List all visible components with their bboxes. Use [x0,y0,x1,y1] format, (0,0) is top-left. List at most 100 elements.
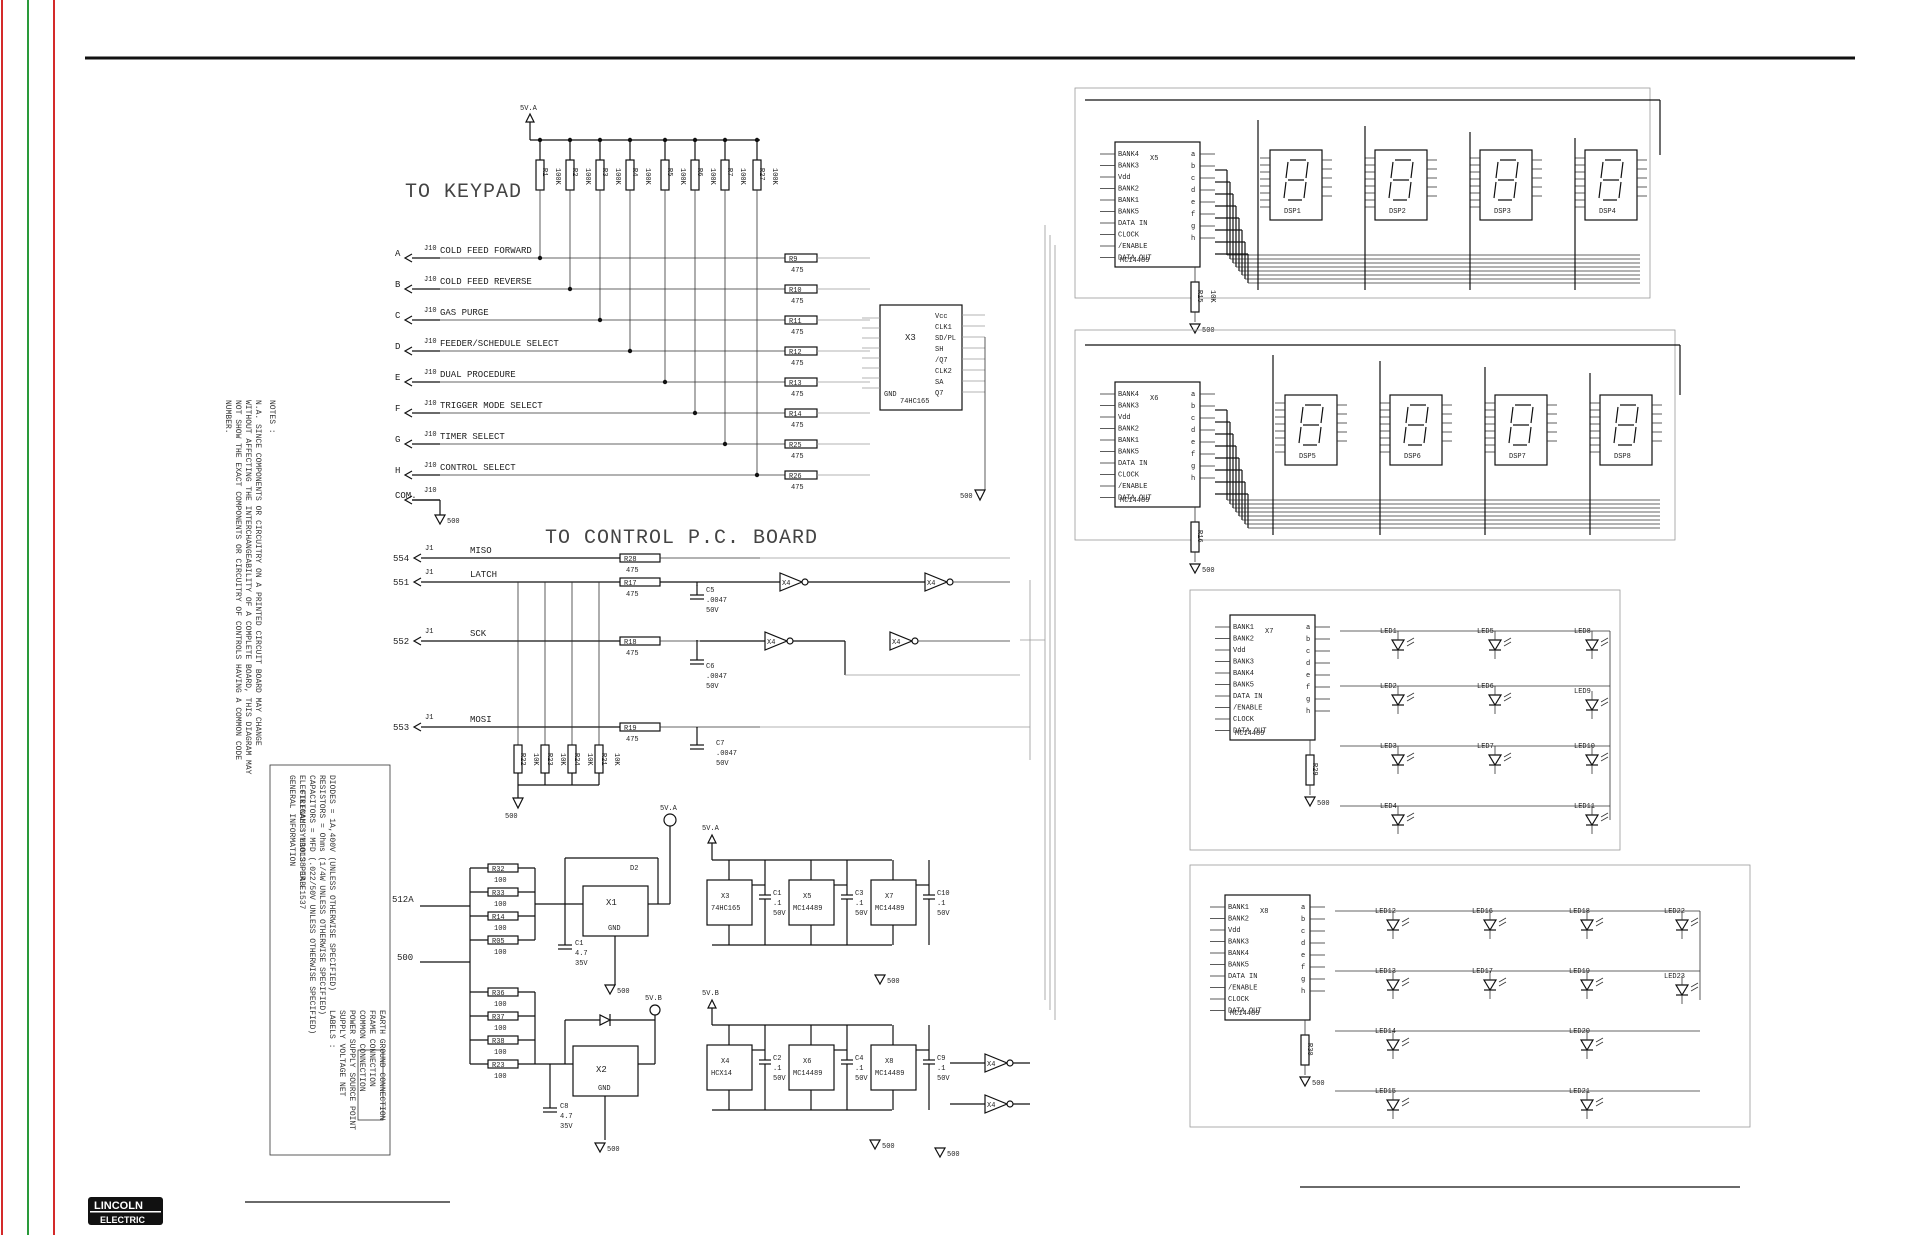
regulator-gnd: GND [598,1085,611,1093]
led-ref: LED1 [1380,628,1397,636]
general-info-text: GENERAL INFORMATION ELECTRICAL SYMBOLS P… [287,775,336,1034]
resistor-ref: R16 [1195,530,1203,543]
resistor-ref: R14 [492,914,505,922]
led-icon [1390,639,1406,652]
ground-label: 500 [947,1151,960,1159]
connector-pin: E [395,373,400,383]
ic-part: MC14489 [793,1070,822,1078]
chip-pin: DATA OUT [1228,1008,1262,1016]
led-icon [1584,699,1600,712]
resistor-value: 475 [791,391,804,399]
chip-pin: /ENABLE [1233,705,1262,713]
chip-pin: e [1191,199,1195,207]
ground-icon [593,1142,607,1154]
connector-ref: J1 [425,545,433,553]
chip-pin: d [1191,427,1195,435]
connector-pin: COM. [395,491,417,501]
supply-label: 5V.A [702,825,720,833]
led-icon [1674,919,1690,932]
chip-ref: X5 [1150,155,1158,163]
gate-ref: X4 [782,580,790,588]
svg-text:50V: 50V [716,760,729,768]
resistor-ref: R23 [545,753,553,766]
regulator-x1 [582,885,649,937]
svg-text:COMMON CONNECTION: COMMON CONNECTION [357,1010,366,1092]
led-icon [1385,979,1401,992]
svg-text:.0047: .0047 [706,597,727,605]
gate-ref: X4 [892,639,900,647]
chip-pin: /ENABLE [1118,243,1147,251]
led-icon [1584,814,1600,827]
signal-label: TIMER SELECT [440,432,505,442]
x3-pin-label: SH [935,346,943,354]
led-ref: LED8 [1574,628,1591,636]
segment-digit-icon [1493,159,1519,201]
svg-text:SUPPLY VOLTAGE NET: SUPPLY VOLTAGE NET [337,1010,346,1097]
x3-chip [879,304,963,411]
notes-line-2: WITHOUT AFFECTING THE INTERCHANGEABILITY… [243,400,252,775]
regulator-ref: X2 [596,1065,607,1075]
chip-pin: BANK5 [1118,449,1139,457]
display-group-mid-frame [1074,329,1676,541]
led-icon [1674,984,1690,997]
resistor-value: 475 [626,736,639,744]
gate-ref: X4 [987,1061,995,1069]
cap-rating: 50V [855,1075,868,1083]
net-label: 500 [397,953,413,963]
chip-pin: BANK4 [1228,950,1249,958]
supply-arrow-icon [707,833,717,844]
chip-pin: c [1306,648,1310,656]
ground-icon [1188,563,1202,575]
resistor-value: 100 [494,877,507,885]
resistor-ref: R21 [599,753,607,766]
chip-pin: DATA IN [1233,693,1262,701]
inverter-gate [779,572,804,592]
cap-value: .1 [773,900,781,908]
resistor-ref: R12 [789,349,802,357]
cap-value: .1 [937,900,945,908]
led-icon [1390,754,1406,767]
junction-dot [537,255,543,261]
connector-pin: A [395,249,401,259]
resistor-value: 100K [583,168,591,186]
junction-dot [597,317,603,323]
connector-arrow-icon [403,408,413,418]
resistor-ref: R7 [725,168,733,176]
chip-pin: d [1306,660,1310,668]
decoupling-caps: 5V.AX374HC165C1.150VX5MC14489C3.150VX7MC… [702,825,960,1159]
cap-ref: C8 [560,1103,568,1111]
chip-pin: DATA IN [1228,973,1257,981]
led-ref: LED23 [1664,973,1685,981]
chip-pin: b [1191,403,1195,411]
chip-pin: BANK4 [1118,391,1139,399]
cap-ref: C4 [855,1055,863,1063]
display-ref: DSP4 [1599,208,1616,216]
cap-c5: C5 .0047 50V [690,585,727,615]
chip-ref: X6 [1150,395,1158,403]
svg-text:DIODES = 1A,400V (UNLESS OTHER: DIODES = 1A,400V (UNLESS OTHERWISE SPECI… [327,775,336,991]
decoupled-ic [870,879,917,926]
chip-pin: DATA OUT [1233,728,1267,736]
svg-text:ELECTRICAL SYMBOLS PER E1537: ELECTRICAL SYMBOLS PER E1537 [297,775,306,910]
resistor-value: 100 [494,1073,507,1081]
resistor-ref: R2 [570,168,578,176]
signal-label: COLD FEED FORWARD [440,246,532,256]
resistor-ref: R32 [492,866,505,874]
resistor-ref: R23 [492,1062,505,1070]
svg-text:.0047: .0047 [716,750,737,758]
resistor-ref: R30 [1305,1043,1313,1056]
ground-label: 500 [1202,327,1215,335]
ground-label: 500 [1202,567,1215,575]
cap-rating: 50V [937,1075,950,1083]
cap-value: .1 [773,1065,781,1073]
display-ref: DSP1 [1284,208,1301,216]
regulator-x2 [572,1045,639,1097]
regulator-gnd: GND [608,925,621,933]
resistor-ref: R6 [695,168,703,176]
x7-driver: X7MC14489BANK1BANK2VddBANK3BANK4BANK5DAT… [1215,614,1330,808]
display-ref: DSP3 [1494,208,1511,216]
